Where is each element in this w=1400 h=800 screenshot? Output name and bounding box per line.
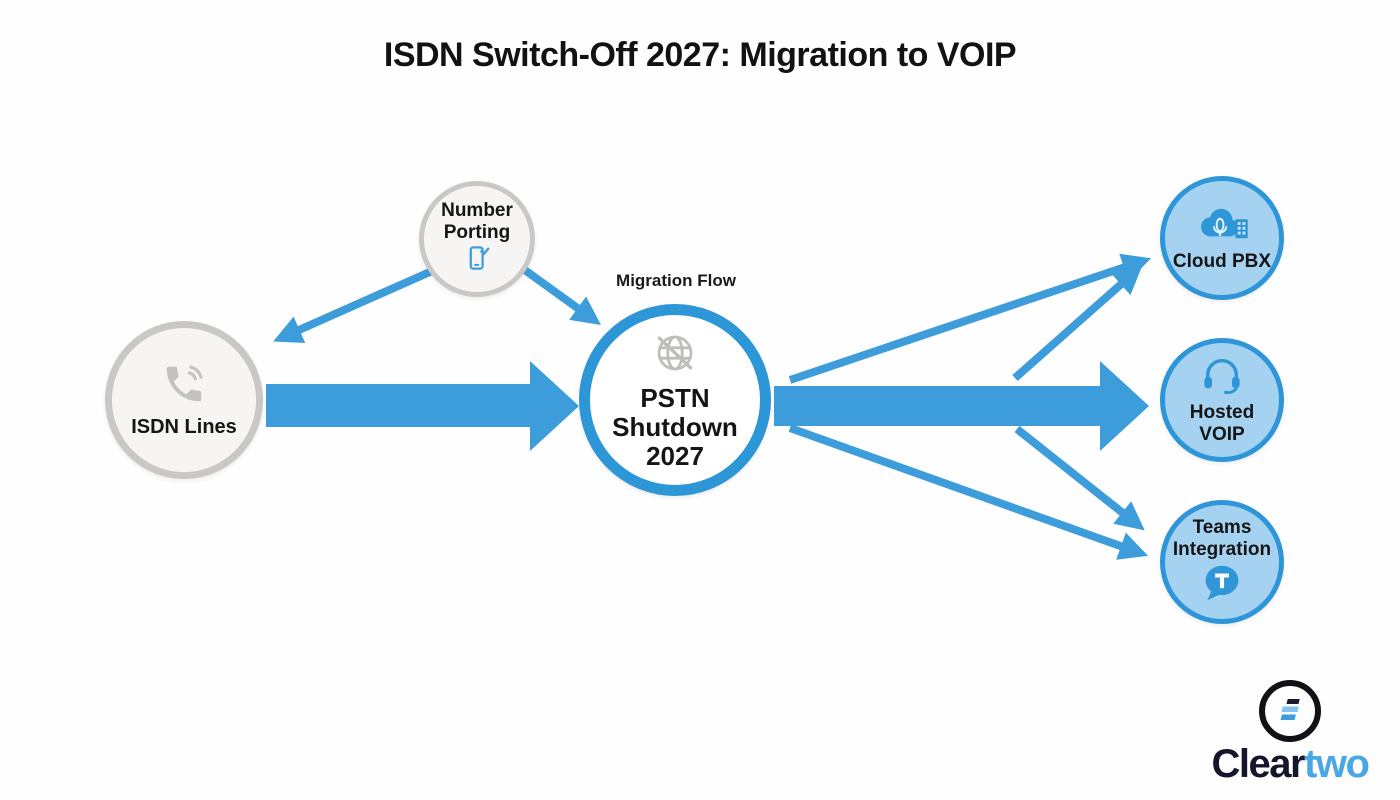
node-label-teams: Teams Integration (1172, 516, 1272, 560)
node-label-pstn: PSTN Shutdown 2027 (612, 382, 738, 472)
page-title: ISDN Switch-Off 2027: Migration to VOIP (383, 36, 1017, 74)
arrow-porting-to-pstn (519, 264, 602, 326)
node-teams-integration: Teams Integration (1160, 500, 1284, 624)
arrow-porting-to-isdn (273, 267, 434, 343)
node-hosted-voip: Hosted VOIP (1160, 338, 1284, 462)
arrow-pstn-to-cloudpbx-long (788, 253, 1152, 384)
node-label-isdn: ISDN Lines (131, 416, 237, 438)
arrow-pstn-to-teams-long (788, 424, 1149, 560)
migration-flow-label: Migration Flow (616, 271, 736, 290)
arrow-isdn-to-pstn (266, 361, 579, 451)
logo-text-two: two (1304, 742, 1370, 786)
phone-volume-icon (161, 361, 207, 412)
node-label-number-porting: Number Porting (441, 199, 513, 243)
node-label-cloud-pbx: Cloud PBX (1172, 250, 1272, 272)
mobile-check-icon (462, 243, 492, 278)
teams-bubble-icon (1201, 564, 1243, 607)
arrow-pstn-to-teams-short (1014, 425, 1145, 531)
arrow-pstn-to-hosted-voip (774, 361, 1149, 451)
node-pstn-shutdown: PSTN Shutdown 2027 (579, 304, 771, 496)
cloud-pbx-icon (1191, 204, 1253, 249)
cleartwo-logo: Cleartwo (1190, 680, 1390, 784)
node-number-porting: Number Porting (419, 181, 535, 297)
node-isdn-lines: ISDN Lines (105, 321, 263, 479)
globe-slash-icon (651, 329, 699, 382)
cleartwo-logo-text: Cleartwo (1190, 744, 1390, 784)
headset-icon (1199, 354, 1245, 399)
logo-text-clear: Clear (1211, 742, 1306, 786)
node-label-hosted-voip: Hosted VOIP (1189, 401, 1255, 445)
node-cloud-pbx: Cloud PBX (1160, 176, 1284, 300)
cleartwo-logo-icon (1259, 680, 1321, 742)
arrow-pstn-to-cloudpbx-short (1012, 265, 1143, 381)
